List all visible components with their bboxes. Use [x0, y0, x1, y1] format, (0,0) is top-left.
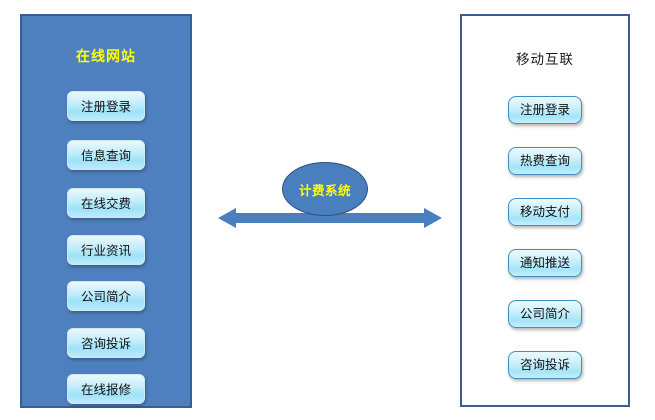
right-button-6[interactable]: 咨询投诉: [508, 351, 582, 379]
right-button-3[interactable]: 移动支付: [508, 198, 582, 226]
left-button-4[interactable]: 行业资讯: [67, 235, 145, 265]
right-button-2[interactable]: 热费查询: [508, 147, 582, 175]
bidirectional-arrow-icon: [218, 208, 442, 228]
right-button-5[interactable]: 公司简介: [508, 300, 582, 328]
left-button-3[interactable]: 在线交费: [67, 188, 145, 218]
left-button-5[interactable]: 公司简介: [67, 281, 145, 311]
right-button-1[interactable]: 注册登录: [508, 96, 582, 124]
left-panel-online-website: 在线网站 注册登录 信息查询 在线交费 行业资讯 公司简介 咨询投诉 在线报修: [20, 14, 192, 408]
center-node-label: 计费系统: [298, 182, 351, 198]
left-panel-title: 在线网站: [76, 49, 136, 65]
right-panel-title: 移动互联: [516, 52, 574, 68]
right-button-4[interactable]: 通知推送: [508, 249, 582, 277]
left-button-7[interactable]: 在线报修: [67, 374, 145, 404]
left-button-2[interactable]: 信息查询: [67, 140, 145, 170]
left-button-6[interactable]: 咨询投诉: [67, 328, 145, 358]
center-node-billing-system: 计费系统: [282, 162, 368, 216]
right-panel-mobile-internet: 移动互联 注册登录 热费查询 移动支付 通知推送 公司简介 咨询投诉: [460, 14, 630, 407]
left-button-1[interactable]: 注册登录: [67, 91, 145, 121]
